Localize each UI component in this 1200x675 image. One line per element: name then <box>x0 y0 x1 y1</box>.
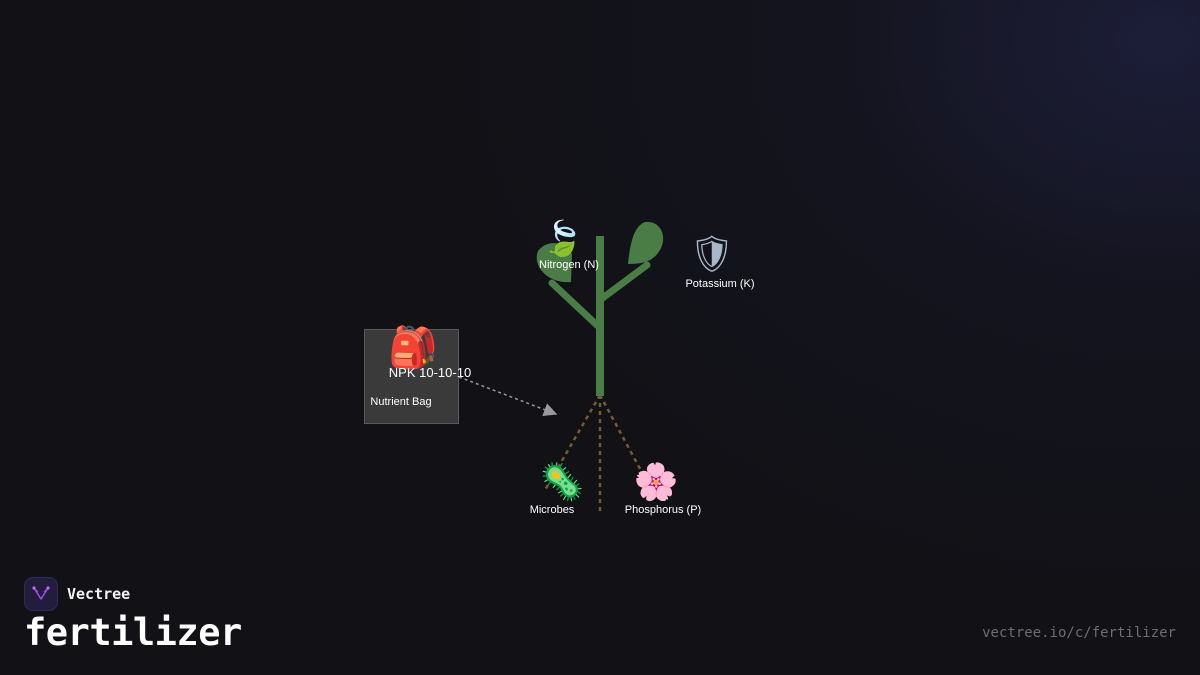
microbe-icon: 🦠 <box>540 461 585 503</box>
brand: Vectree <box>24 577 130 611</box>
plant <box>536 221 664 396</box>
potassium-node[interactable]: 🛡 Potassium (K) <box>685 234 754 290</box>
microbes-label: Microbes <box>530 504 575 516</box>
plant-leaf-left <box>536 243 572 283</box>
microbes-node[interactable]: 🦠 Microbes <box>530 461 585 516</box>
potassium-label: Potassium (K) <box>685 278 754 290</box>
nutrient-bag-node[interactable]: 🎒 NPK 10-10-10 Nutrient Bag <box>364 324 472 424</box>
roots <box>543 394 647 515</box>
nutrient-bag-box <box>364 329 459 424</box>
brand-name: Vectree <box>67 585 131 603</box>
leaf-icon: 🍃 <box>542 218 584 259</box>
shield-icon: 🛡 <box>689 234 735 275</box>
nitrogen-label: Nitrogen (N) <box>539 259 599 271</box>
page-title: fertilizer <box>24 611 242 654</box>
nutrient-bag-label: Nutrient Bag <box>370 396 431 408</box>
phosphorus-node[interactable]: 🌸 Phosphorus (P) <box>625 461 701 516</box>
backpack-icon: 🎒 <box>388 324 438 371</box>
plant-leaf-right <box>628 221 664 264</box>
flower-icon: 🌸 <box>634 461 679 503</box>
plant-branch-right <box>596 261 651 304</box>
page-url: vectree.io/c/fertilizer <box>982 625 1176 641</box>
nutrient-bag-title: NPK 10-10-10 <box>389 365 471 380</box>
bag-to-plant-arrow <box>458 376 558 416</box>
plant-branch-left <box>548 279 604 332</box>
nitrogen-node[interactable]: 🍃 Nitrogen (N) <box>539 218 599 271</box>
phosphorus-label: Phosphorus (P) <box>625 504 701 516</box>
root-left <box>543 394 602 491</box>
vectree-fork-icon <box>24 577 58 611</box>
vectree-logo-mark <box>32 586 50 600</box>
